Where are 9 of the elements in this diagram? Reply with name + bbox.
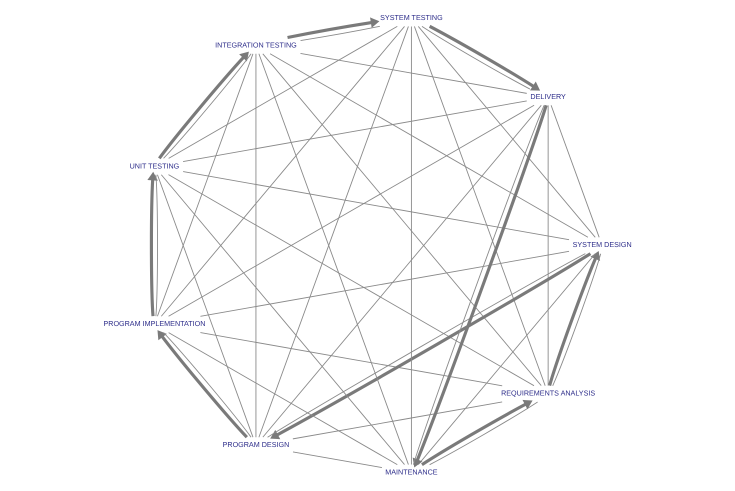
node-text: REQUIREMENTS ANALYSIS (501, 388, 596, 398)
node-text: SYSTEM TESTING (380, 12, 443, 22)
node-text: DELIVERY (530, 92, 566, 101)
node-text: INTEGRATION TESTING (215, 40, 297, 50)
node-text: PROGRAM DESIGN (222, 440, 290, 450)
node-text: MAINTENANCE (385, 468, 438, 477)
node-text: UNIT TESTING (130, 161, 180, 170)
node-text: SYSTEM DESIGN (572, 240, 632, 250)
node-text: PROGRAM IMPLEMENTATION (103, 319, 206, 328)
